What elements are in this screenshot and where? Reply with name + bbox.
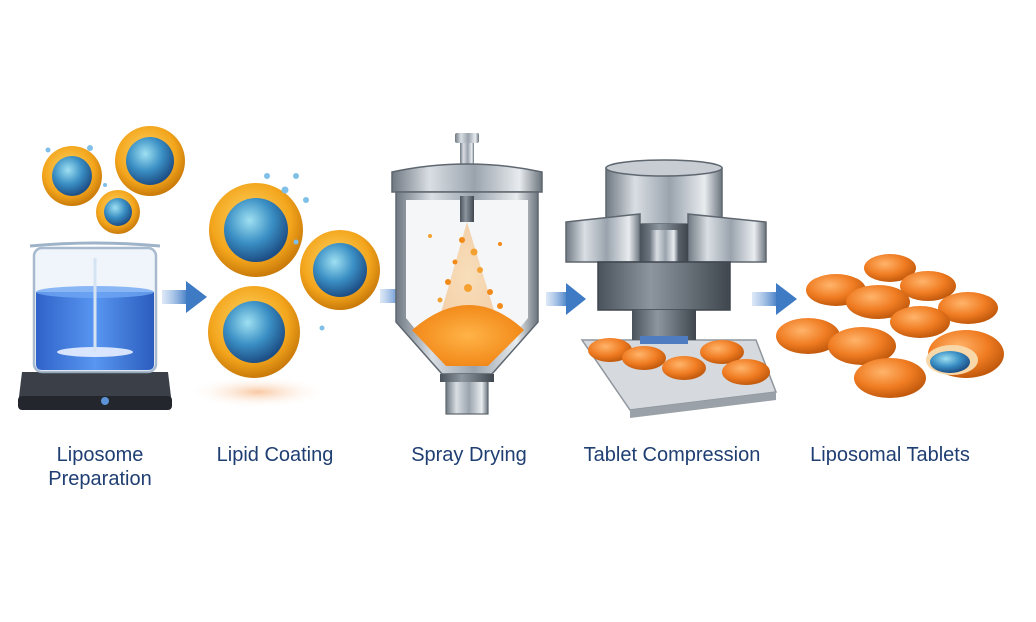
step-label-line: Spray Drying bbox=[411, 444, 527, 466]
tablet-icon bbox=[854, 358, 926, 398]
tablet-icon bbox=[588, 338, 632, 362]
tablet-icon bbox=[938, 292, 998, 324]
step-spray-drying-illustration bbox=[391, 133, 543, 415]
liposome-icon bbox=[42, 146, 102, 206]
tablet-icon bbox=[622, 346, 666, 370]
tablet-press-icon bbox=[565, 159, 767, 344]
step-label-line: Tablet Compression bbox=[583, 444, 761, 466]
tablet-icon bbox=[776, 318, 840, 354]
step-liposomal-tablets-illustration bbox=[776, 254, 1004, 398]
step-label-line: Liposome bbox=[56, 444, 144, 466]
step-label-spray-drying: Spray Drying bbox=[384, 443, 554, 467]
tablet-icon bbox=[700, 340, 744, 364]
coated-liposome-icon bbox=[300, 230, 380, 310]
step-label-liposomal-tablets: Liposomal Tablets bbox=[790, 443, 990, 467]
tablet-icon bbox=[846, 285, 910, 319]
liposome-icon bbox=[115, 126, 185, 196]
step-label-line: Liposomal Tablets bbox=[810, 444, 970, 466]
step-label-line: Preparation bbox=[48, 468, 152, 490]
step-liposome-preparation-illustration bbox=[18, 126, 185, 410]
tablet-icon bbox=[722, 359, 770, 385]
step-label-lipid-coating: Lipid Coating bbox=[190, 443, 360, 467]
tablet-icon bbox=[900, 271, 956, 301]
arrow-icon bbox=[162, 281, 207, 313]
arrow-icon bbox=[546, 283, 586, 315]
liposome-icon bbox=[96, 190, 140, 234]
step-label-tablet-compression: Tablet Compression bbox=[572, 443, 772, 467]
arrow-icon bbox=[752, 283, 797, 315]
tablet-icon bbox=[662, 356, 706, 380]
step-lipid-coating-illustration bbox=[188, 173, 380, 408]
tablet-icon bbox=[828, 327, 896, 365]
spray-dryer-icon bbox=[391, 133, 543, 415]
tablet-icon bbox=[864, 254, 916, 282]
step-tablet-compression-illustration bbox=[565, 159, 778, 418]
hot-plate-icon bbox=[18, 372, 172, 410]
step-label-line: Lipid Coating bbox=[216, 444, 334, 466]
tablet-icon bbox=[890, 306, 950, 338]
step-label-liposome-preparation: Liposome Preparation bbox=[20, 443, 180, 491]
beaker-icon bbox=[29, 241, 161, 374]
coated-liposome-icon bbox=[209, 183, 303, 277]
cross-section-tablet-icon bbox=[926, 330, 1004, 378]
coated-liposome-icon bbox=[208, 286, 300, 378]
